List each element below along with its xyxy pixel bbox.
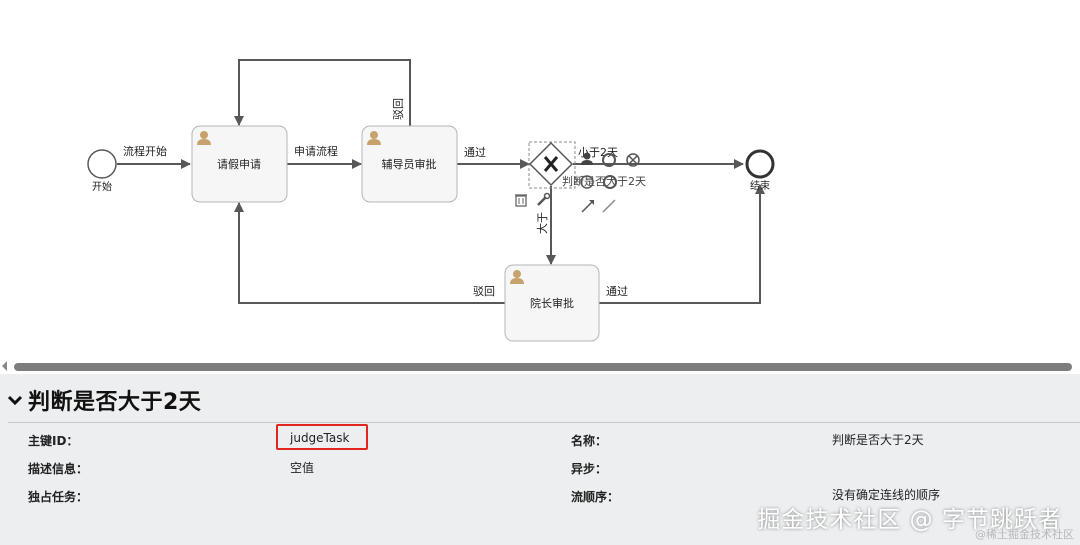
description-value[interactable]: 空值 [290,461,315,475]
properties-panel: 判断是否大于2天 [0,374,1080,545]
horizontal-scrollbar[interactable] [0,358,1080,374]
chevron-down-icon[interactable] [4,389,26,411]
flow-order-label: 流顺序： [571,490,620,504]
start-event-label: 开始 [92,180,112,193]
exclusive-gateway[interactable] [528,141,574,187]
end-event-label: 结束 [750,179,770,192]
flow-label-apply-process: 申请流程 [294,144,338,158]
flow-order-value[interactable]: 没有确定连线的顺序 [832,488,941,502]
wrench-icon[interactable] [537,192,551,206]
exclusive-label: 独占任务： [28,490,89,504]
flow-label-reject-counselor: 驳回 [392,98,405,120]
flow-label-pass-counselor: 通过 [464,146,486,159]
sequence-flow-pass-dean[interactable] [599,184,765,304]
task-counselor-approval-label: 辅导员审批 [382,157,437,171]
description-label: 描述信息： [28,462,89,476]
bpmn-canvas[interactable]: 开始 请假申请 辅导员审批 院长审批 判断是否大于2天 结束 流程开始 申请流程… [0,0,1080,365]
connect-arrow-icon[interactable] [581,200,594,213]
name-value[interactable]: 判断是否大于2天 [832,433,924,447]
task-counselor-approval[interactable]: 辅导员审批 [361,125,458,203]
task-dean-approval-label: 院长审批 [530,296,574,310]
gateway-x-icon [543,156,559,172]
watermark-sub: @稀土掘金技术社区 [975,528,1074,541]
user-task-icon[interactable] [581,152,593,166]
cancel-icon[interactable] [626,153,640,167]
scrollbar-thumb[interactable] [14,363,1072,371]
gateway-selection-box [528,141,576,189]
event-icon[interactable] [602,153,616,167]
context-pad [515,152,640,213]
event-icon[interactable] [580,175,594,189]
sequence-flow-reject-dean[interactable] [234,202,505,304]
connect-line-icon[interactable] [602,199,616,213]
flow-label-pass-dean: 通过 [606,285,628,298]
flow-label-greater-than-2: 大于 [535,212,549,234]
id-value[interactable]: judgeTask [290,431,350,445]
watermark: 掘金技术社区 @ 字节跳跃者 [757,507,1062,533]
delete-icon[interactable] [515,194,527,207]
start-event[interactable] [87,149,117,179]
divider [8,422,1080,423]
scroll-left-arrow-icon[interactable] [2,361,7,371]
task-leave-request-label: 请假申请 [217,157,261,171]
id-value-highlight [276,424,368,450]
async-label: 异步： [571,462,608,476]
task-dean-approval[interactable]: 院长审批 [504,264,600,342]
sequence-flow-reject-counselor[interactable] [234,59,411,126]
flow-label-process-start: 流程开始 [123,144,167,158]
flow-label-reject-dean: 驳回 [473,285,495,298]
properties-header[interactable]: 判断是否大于2天 [4,384,201,416]
end-event[interactable] [745,149,775,179]
task-leave-request[interactable]: 请假申请 [191,125,288,203]
event-icon[interactable] [603,175,617,189]
properties-title: 判断是否大于2天 [28,390,202,415]
name-label: 名称： [571,434,608,448]
id-label: 主键ID： [28,434,79,448]
